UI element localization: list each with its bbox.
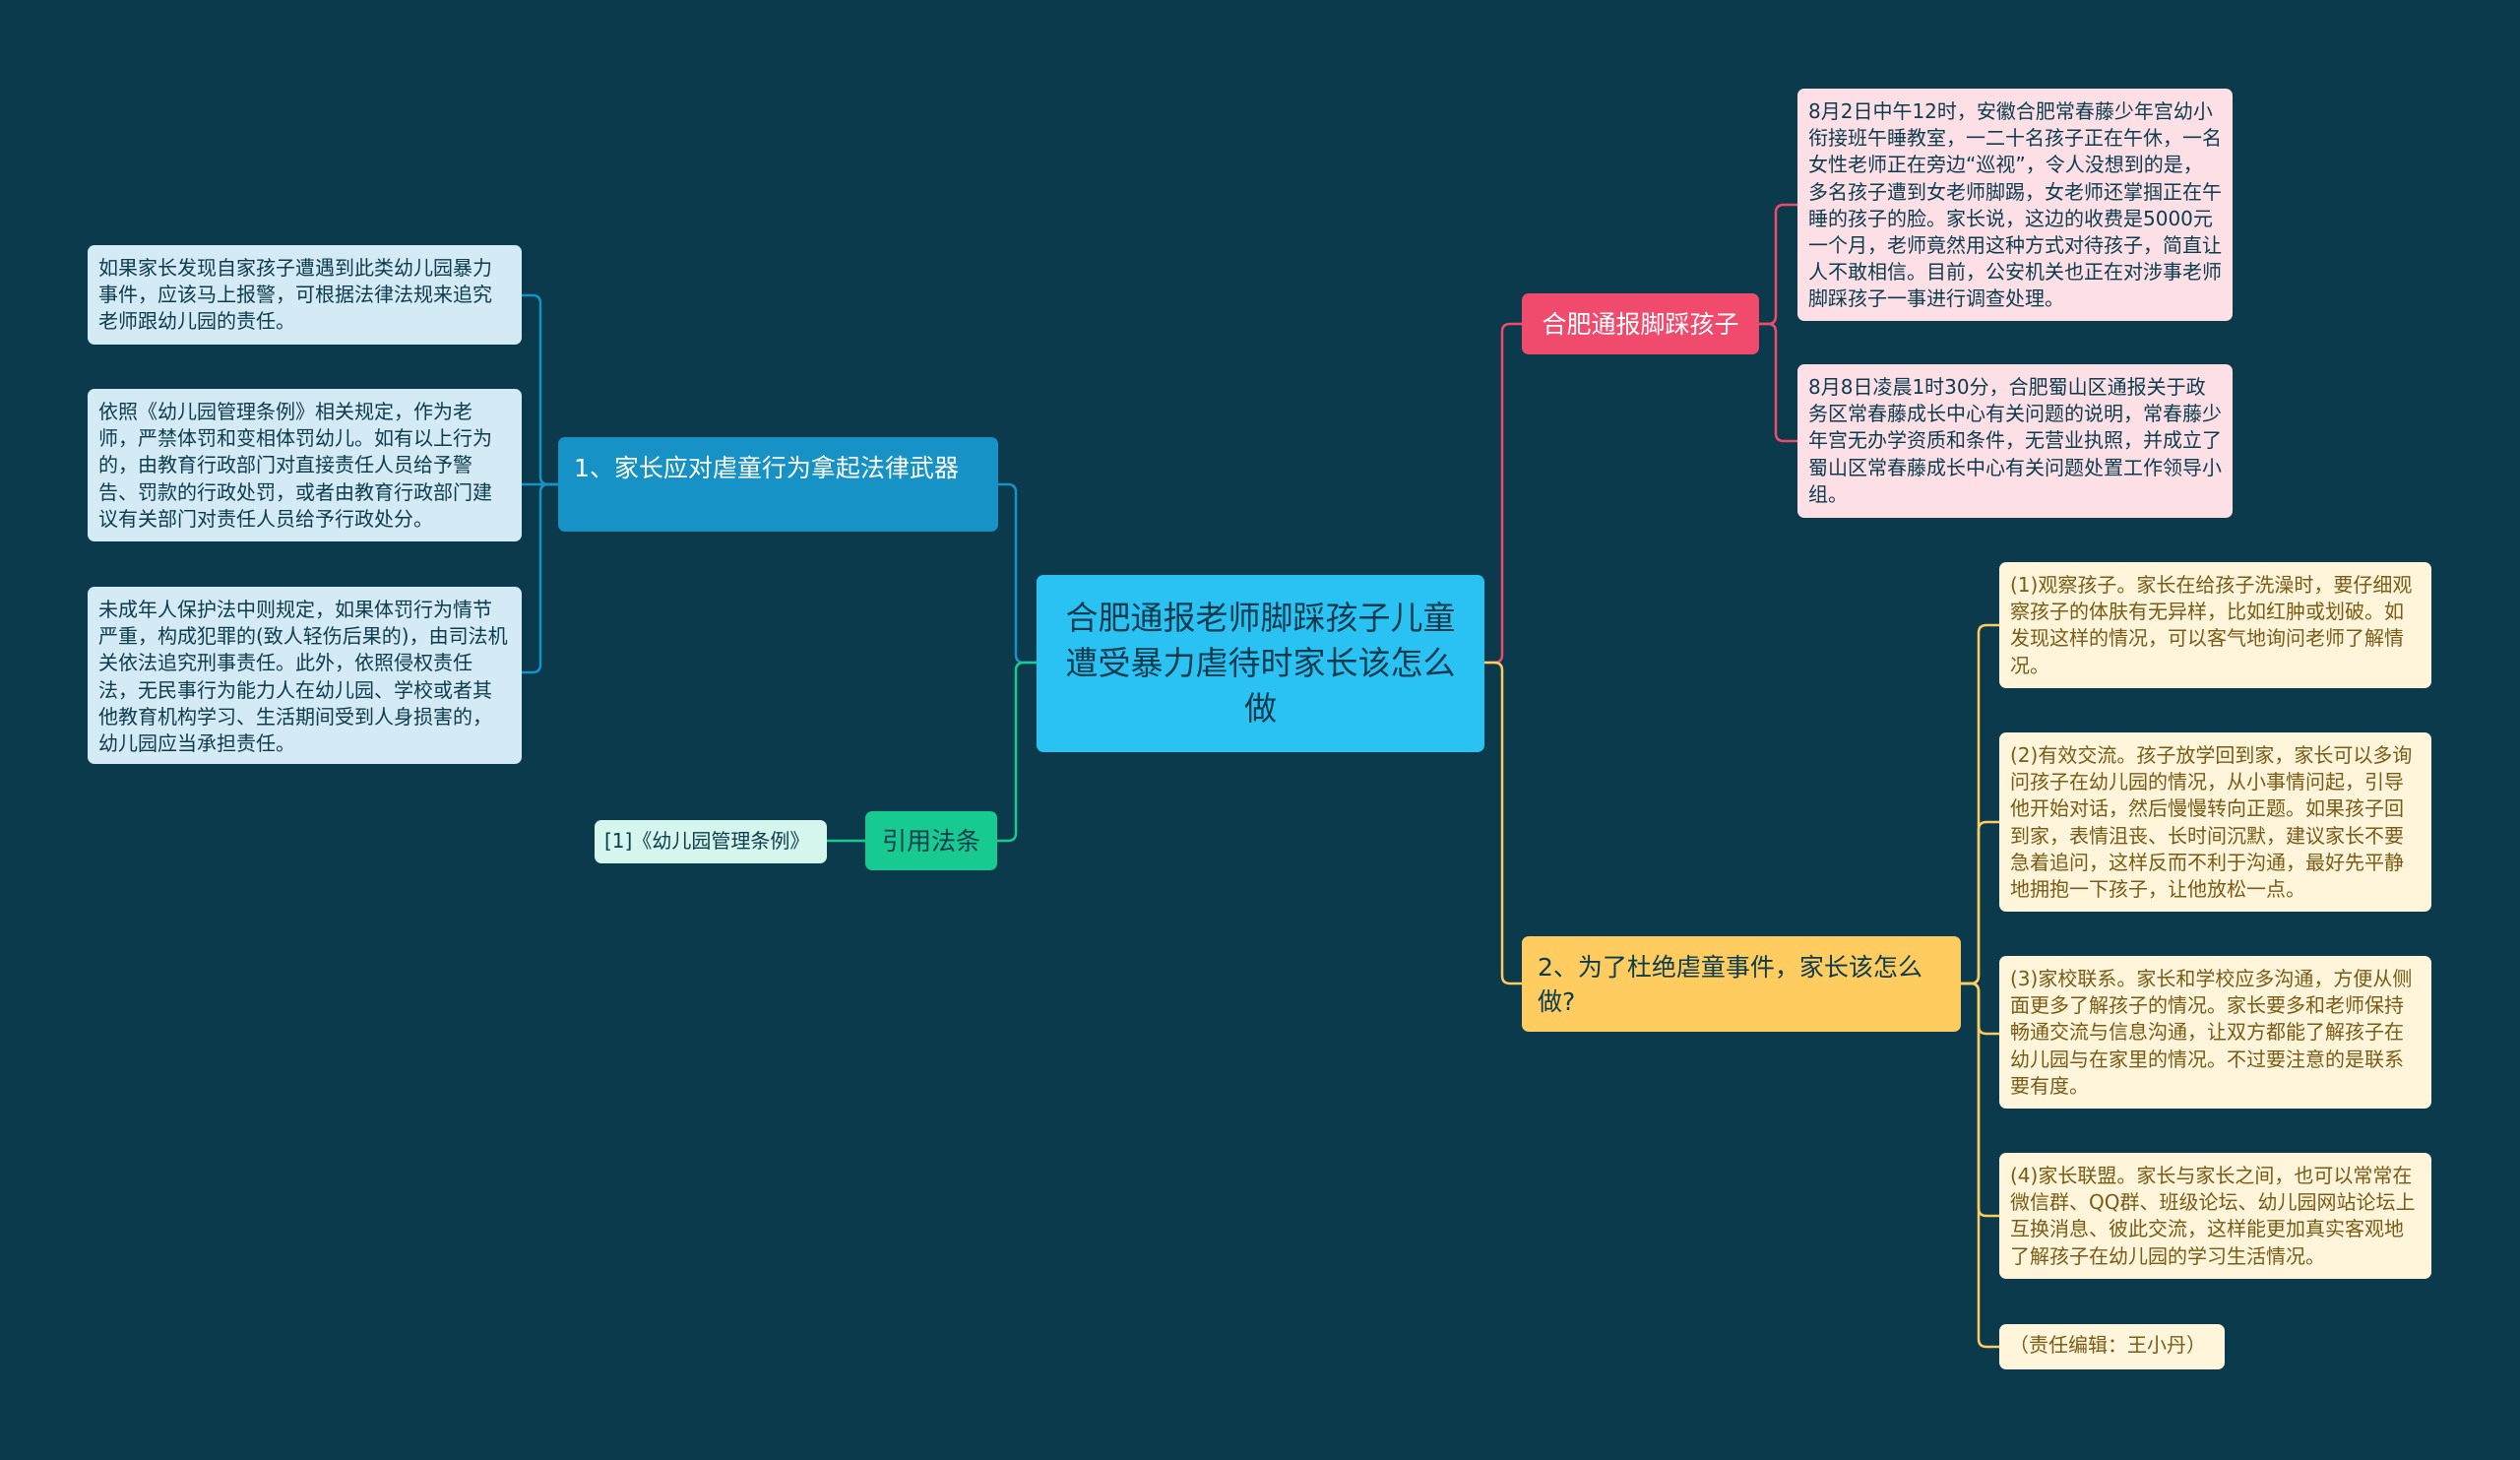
leaf-prevent-4-text: (4)家长联盟。家长与家长之间，也可以常常在微信群、QQ群、班级论坛、幼儿园网站… [2010,1164,2416,1268]
link-prevent-leaf-3 [1961,982,1999,1036]
branch-report[interactable]: 合肥通报脚踩孩子 [1522,293,1759,354]
link-center-report [1484,322,1522,665]
branch-prevent[interactable]: 2、为了杜绝虐童事件，家长该怎么做? [1522,936,1961,1032]
link-prevent-leaf-4 [1961,982,1999,1218]
leaf-law-2[interactable]: 依照《幼儿园管理条例》相关规定，作为老师，严禁体罚和变相体罚幼儿。如有以上行为的… [88,389,522,541]
link-law-leaf-1 [522,293,558,486]
leaf-prevent-3-text: (3)家校联系。家长和学校应多沟通，方便从侧面更多了解孩子的情况。家长要多和老师… [2010,967,2413,1098]
link-prevent-leaf-1 [1961,623,1999,985]
leaf-prevent-1[interactable]: (1)观察孩子。家长在给孩子洗澡时，要仔细观察孩子的体肤有无异样，比如红肿或划破… [1999,562,2431,688]
central-topic-label: 合肥通报老师脚踩孩子儿童遭受暴力虐待时家长该怎么做 [1065,598,1456,729]
branch-cite[interactable]: 引用法条 [865,811,997,870]
leaf-prevent-2[interactable]: (2)有效交流。孩子放学回到家，家长可以多询问孩子在幼儿园的情况，从小事情问起，… [1999,732,2431,912]
link-center-cite [997,661,1037,843]
branch-law-label: 1、家长应对虐童行为拿起法律武器 [574,454,959,482]
link-law-leaf-3 [522,482,558,674]
leaf-law-3[interactable]: 未成年人保护法中则规定，如果体罚行为情节严重，构成犯罪的(致人轻伤后果的)，由司… [88,587,522,764]
leaf-cite-1[interactable]: [1]《幼儿园管理条例》 [595,820,827,863]
leaf-law-2-text: 依照《幼儿园管理条例》相关规定，作为老师，严禁体罚和变相体罚幼儿。如有以上行为的… [98,400,492,531]
leaf-report-1[interactable]: 8月2日中午12时，安徽合肥常春藤少年宫幼小衔接班午睡教室，一二十名孩子正在午休… [1797,89,2233,321]
leaf-report-2-text: 8月8日凌晨1时30分，合肥蜀山区通报关于政务区常春藤成长中心有关问题的说明，常… [1808,375,2222,506]
link-report-leaf-2 [1759,322,1797,443]
leaf-cite-1-text: [1]《幼儿园管理条例》 [604,829,810,853]
leaf-report-1-text: 8月2日中午12时，安徽合肥常春藤少年宫幼小衔接班午睡教室，一二十名孩子正在午休… [1808,99,2222,311]
central-topic[interactable]: 合肥通报老师脚踩孩子儿童遭受暴力虐待时家长该怎么做 [1037,575,1484,752]
leaf-prevent-1-text: (1)观察孩子。家长在给孩子洗澡时，要仔细观察孩子的体肤有无异样，比如红肿或划破… [2010,573,2413,677]
link-prevent-leaf-5 [1961,982,1999,1349]
leaf-prevent-5[interactable]: （责任编辑：王小丹） [1999,1324,2225,1369]
leaf-law-1[interactable]: 如果家长发现自家孩子遭遇到此类幼儿园暴力事件，应该马上报警，可根据法律法规来追究… [88,245,522,345]
branch-prevent-label: 2、为了杜绝虐童事件，家长该怎么做? [1538,953,1922,1016]
leaf-prevent-3[interactable]: (3)家校联系。家长和学校应多沟通，方便从侧面更多了解孩子的情况。家长要多和老师… [1999,956,2431,1109]
branch-law[interactable]: 1、家长应对虐童行为拿起法律武器 [558,437,998,532]
link-center-law [998,482,1037,665]
link-prevent-leaf-2 [1961,820,1999,985]
leaf-prevent-4[interactable]: (4)家长联盟。家长与家长之间，也可以常常在微信群、QQ群、班级论坛、幼儿园网站… [1999,1153,2431,1279]
leaf-report-2[interactable]: 8月8日凌晨1时30分，合肥蜀山区通报关于政务区常春藤成长中心有关问题的说明，常… [1797,364,2233,518]
leaf-prevent-2-text: (2)有效交流。孩子放学回到家，家长可以多询问孩子在幼儿园的情况，从小事情问起，… [2010,743,2413,901]
branch-cite-label: 引用法条 [881,826,980,856]
branch-report-label: 合肥通报脚踩孩子 [1542,309,1739,339]
leaf-prevent-5-text: （责任编辑：王小丹） [2009,1333,2206,1357]
leaf-law-3-text: 未成年人保护法中则规定，如果体罚行为情节严重，构成犯罪的(致人轻伤后果的)，由司… [98,598,508,755]
link-center-prevent [1484,661,1522,985]
leaf-law-1-text: 如果家长发现自家孩子遭遇到此类幼儿园暴力事件，应该马上报警，可根据法律法规来追究… [98,256,492,334]
link-report-leaf-1 [1759,203,1797,326]
